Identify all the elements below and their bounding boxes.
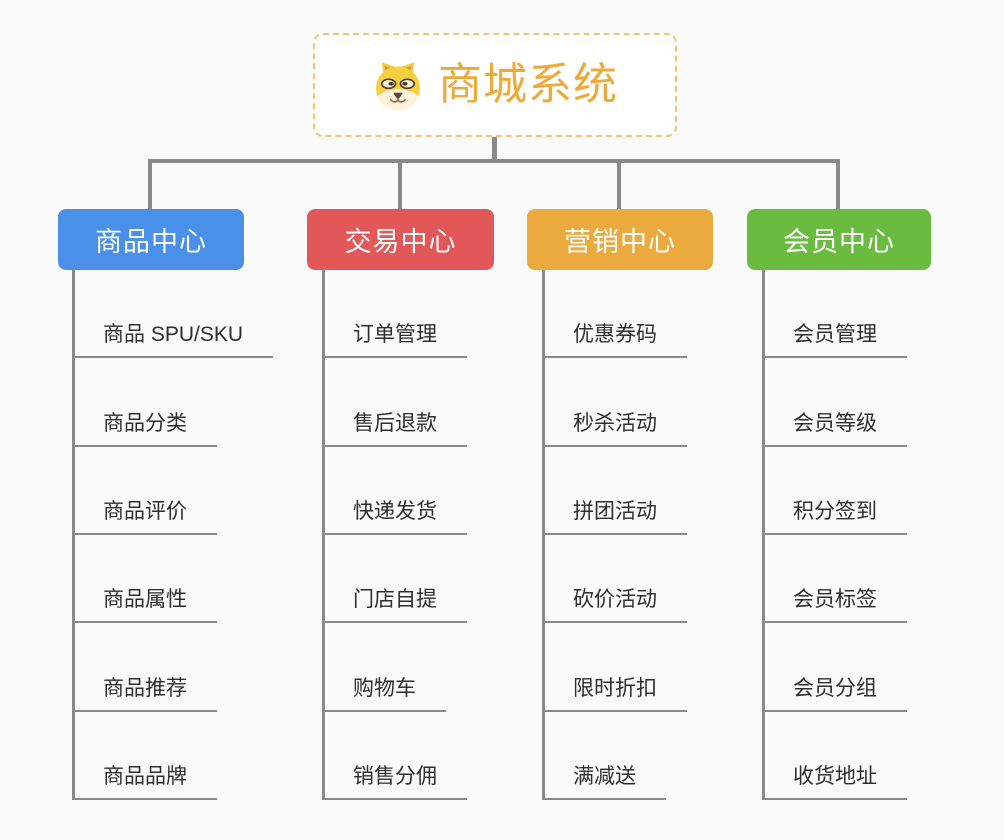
leaf-node[interactable]: 会员管理 [765, 323, 907, 359]
leaf-node[interactable]: 门店自提 [325, 588, 467, 624]
leaf-slot: 砍价活动 [545, 535, 687, 624]
leaf-node[interactable]: 优惠券码 [545, 323, 687, 359]
leaf-slot: 订单管理 [325, 270, 467, 359]
leaf-node[interactable]: 砍价活动 [545, 588, 687, 624]
leaf-node[interactable]: 会员等级 [765, 412, 907, 447]
leaf-node[interactable]: 秒杀活动 [545, 412, 687, 447]
leaf-slot: 会员分组 [765, 623, 907, 712]
leaf-node[interactable]: 商品分类 [75, 412, 217, 447]
leaf-node[interactable]: 订单管理 [325, 323, 467, 359]
leaf-slot: 优惠券码 [545, 270, 687, 359]
branch-label: 营销中心 [564, 227, 676, 257]
leaf-slot: 销售分佣 [325, 712, 467, 800]
leaf-slot: 购物车 [325, 623, 467, 712]
leaf-node[interactable]: 限时折扣 [545, 677, 687, 712]
leaf-slot: 收货地址 [765, 712, 907, 800]
leaf-slot: 门店自提 [325, 535, 467, 624]
shiba-dog-icon [376, 62, 420, 111]
leaf-slot: 商品品牌 [75, 712, 273, 800]
root-node[interactable]: 商城系统 [313, 33, 677, 137]
leaf-slot: 秒杀活动 [545, 358, 687, 447]
connector-branch-drop-1 [148, 161, 152, 210]
branch-spine-product-center: 商品 SPU/SKU 商品分类 商品评价 商品属性 商品推荐 商品品牌 [72, 270, 274, 800]
branch-spine-marketing-center: 优惠券码 秒杀活动 拼团活动 砍价活动 限时折扣 满减送 [542, 270, 687, 800]
connector-branch-drop-3 [617, 161, 621, 210]
leaf-node[interactable]: 商品 SPU/SKU [75, 323, 274, 359]
leaf-node[interactable]: 快递发货 [325, 500, 467, 535]
leaf-slot: 会员管理 [765, 270, 907, 359]
branch-node-product-center[interactable]: 商品中心 [58, 209, 244, 270]
leaf-slot: 商品推荐 [75, 623, 273, 712]
leaf-slot: 商品 SPU/SKU [75, 270, 274, 359]
connector-branch-drop-4 [836, 161, 840, 210]
leaf-slot: 拼团活动 [545, 447, 687, 535]
leaf-slot: 商品属性 [75, 535, 273, 624]
leaf-slot: 会员标签 [765, 535, 907, 624]
leaf-node[interactable]: 会员标签 [765, 588, 907, 624]
leaf-slot: 积分签到 [765, 447, 907, 535]
leaf-node[interactable]: 购物车 [325, 677, 446, 712]
leaf-slot: 会员等级 [765, 358, 907, 447]
connector-branch-drop-2 [398, 161, 402, 210]
leaf-slot: 快递发货 [325, 447, 467, 535]
leaf-slot: 限时折扣 [545, 623, 687, 712]
leaf-slot: 满减送 [545, 712, 687, 800]
branch-spine-member-center: 会员管理 会员等级 积分签到 会员标签 会员分组 收货地址 [762, 270, 907, 800]
leaf-slot: 商品评价 [75, 447, 273, 535]
leaf-node[interactable]: 商品评价 [75, 500, 217, 535]
leaf-node[interactable]: 收货地址 [765, 765, 907, 800]
leaf-node[interactable]: 拼团活动 [545, 500, 687, 535]
leaf-node[interactable]: 满减送 [545, 765, 666, 800]
leaf-node[interactable]: 销售分佣 [325, 765, 467, 800]
root-node-title: 商城系统 [438, 60, 618, 109]
branch-node-trade-center[interactable]: 交易中心 [307, 209, 494, 270]
connector-root-drop [492, 136, 497, 162]
branch-spine-trade-center: 订单管理 售后退款 快递发货 门店自提 购物车 销售分佣 [322, 270, 467, 800]
leaf-slot: 商品分类 [75, 358, 273, 447]
connector-horizontal [148, 159, 840, 163]
branch-node-member-center[interactable]: 会员中心 [747, 209, 931, 270]
branch-label: 商品中心 [95, 227, 207, 257]
leaf-node[interactable]: 积分签到 [765, 500, 907, 535]
branch-label: 会员中心 [783, 227, 895, 257]
leaf-node[interactable]: 会员分组 [765, 677, 907, 712]
branch-node-marketing-center[interactable]: 营销中心 [527, 209, 713, 270]
leaf-node[interactable]: 商品属性 [75, 588, 217, 624]
branch-label: 交易中心 [344, 227, 457, 257]
leaf-node[interactable]: 商品品牌 [75, 765, 217, 800]
leaf-node[interactable]: 售后退款 [325, 412, 467, 447]
leaf-node[interactable]: 商品推荐 [75, 677, 217, 712]
leaf-slot: 售后退款 [325, 358, 467, 447]
